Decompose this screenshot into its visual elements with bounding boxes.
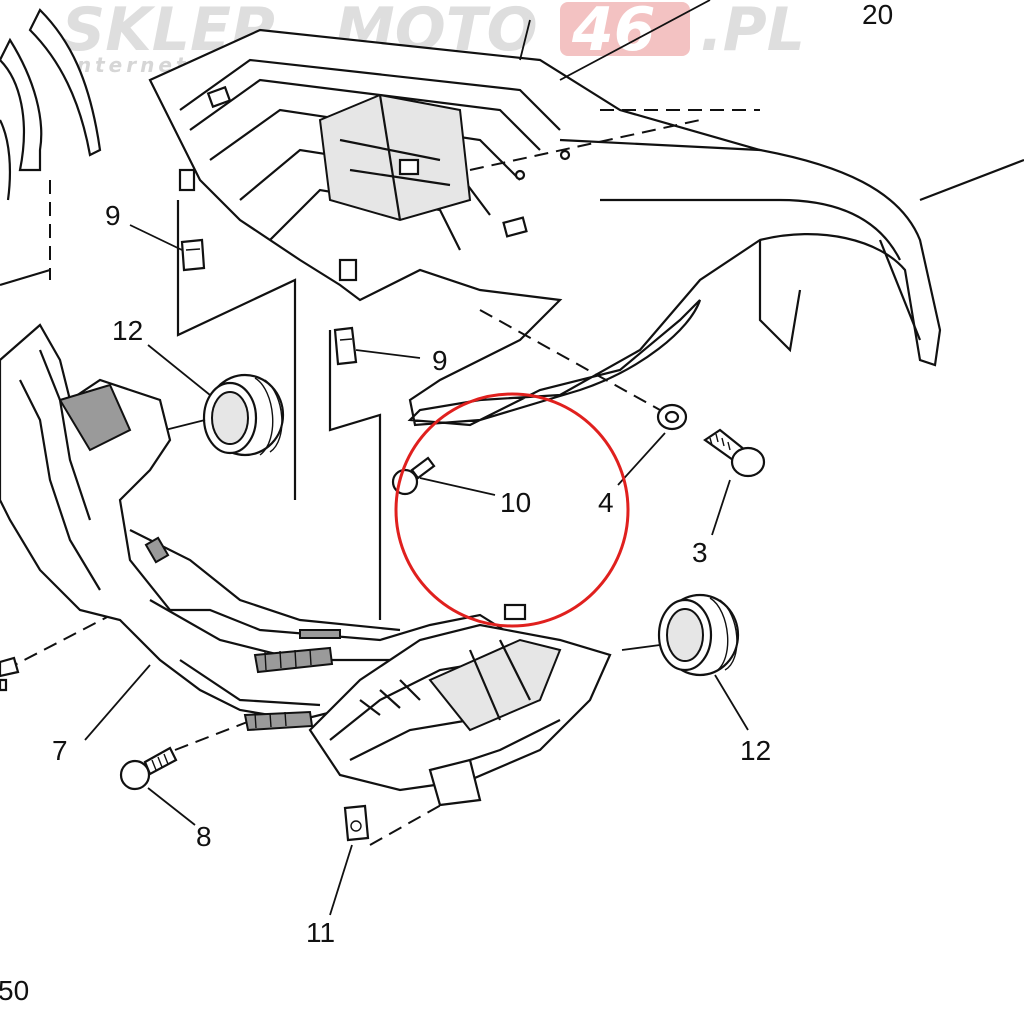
- flange-bolt-8: [119, 746, 196, 826]
- clip-nut-9-middle: [333, 326, 421, 366]
- footrest-step-plate: [308, 603, 612, 807]
- rear-fender-assembly: [148, 0, 1024, 427]
- assembly-guide-lines: [4, 200, 661, 846]
- callout-corner: 50: [0, 975, 29, 1006]
- rear-panel-7: [0, 323, 542, 741]
- small-bolt-edge: [0, 656, 20, 692]
- callout-11: 11: [306, 917, 335, 948]
- callout-3: 3: [692, 537, 708, 568]
- screw-10: [391, 456, 496, 496]
- watermark-brand-part3: 46: [571, 0, 656, 65]
- callout-9-top: 9: [105, 200, 121, 231]
- callout-20: 20: [862, 0, 893, 30]
- watermark-brand-part4: .PL: [700, 0, 805, 65]
- callout-7: 7: [52, 735, 68, 766]
- collar-washer-4: [617, 403, 688, 486]
- grommet-12-right: [621, 593, 749, 731]
- left-fender-fragment: [0, 8, 102, 287]
- flange-bolt-3: [703, 428, 766, 536]
- clip-nut-11: [329, 804, 370, 916]
- callout-12-right: 12: [740, 735, 771, 766]
- callout-labels: 20 9 12 9 10 4 3 7 12 8 11 50: [0, 0, 893, 1006]
- callout-4: 4: [598, 487, 614, 518]
- watermark-red-badge: [560, 2, 690, 56]
- callout-10: 10: [500, 487, 531, 518]
- clip-nut-9-top: [129, 224, 206, 272]
- callout-12-left: 12: [112, 315, 143, 346]
- callout-8: 8: [196, 821, 212, 852]
- grommet-12-left: [147, 344, 285, 457]
- callout-9-middle: 9: [432, 345, 448, 376]
- highlight-circle: [394, 392, 630, 628]
